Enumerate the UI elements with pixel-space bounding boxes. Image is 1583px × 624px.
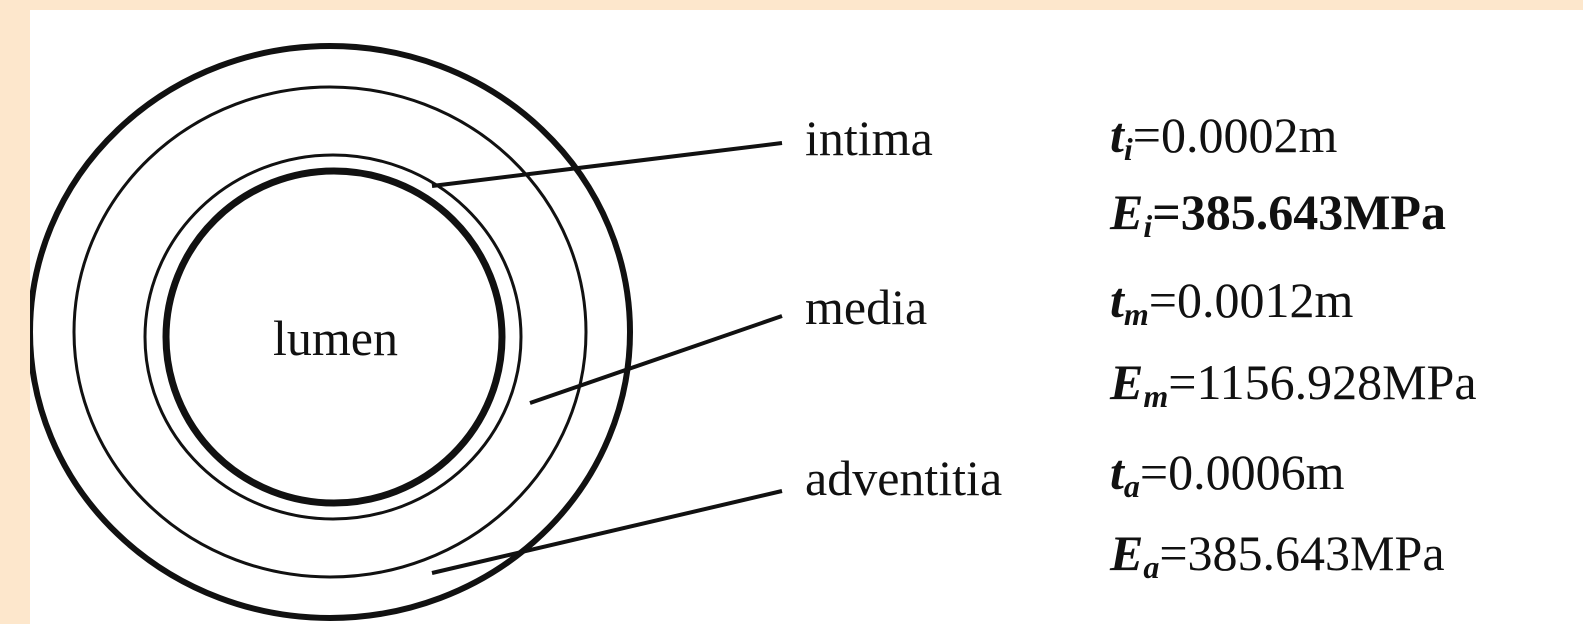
param-subscript: a [1124,468,1140,504]
param-subscript: i [1124,131,1133,167]
diagram-panel: lumen intima media adventitia ti=0.0002m… [30,10,1583,624]
param-symbol: E [1110,184,1143,240]
param-symbol: E [1110,525,1143,581]
param-value: =385.643MPa [1152,184,1446,240]
param-value: =0.0006m [1140,444,1345,500]
intima-modulus: Ei=385.643MPa [1110,187,1446,242]
param-symbol: t [1110,272,1124,328]
intima-thickness: ti=0.0002m [1110,110,1337,165]
lumen-label: lumen [273,313,398,363]
adventitia-modulus: Ea=385.643MPa [1110,528,1445,583]
param-subscript: i [1143,208,1152,244]
param-subscript: m [1124,296,1149,332]
intima-leader-line [432,143,782,186]
param-value: =385.643MPa [1159,525,1444,581]
adventitia-thickness: ta=0.0006m [1110,447,1345,502]
param-symbol: t [1110,107,1124,163]
adventitia-label: adventitia [805,453,1002,503]
media-leader-line [530,316,782,403]
media-modulus: Em=1156.928MPa [1110,357,1477,412]
param-value: =1156.928MPa [1168,354,1476,410]
media-label: media [805,282,927,332]
param-subscript: m [1143,378,1168,414]
param-symbol: E [1110,354,1143,410]
param-subscript: a [1143,549,1159,585]
adventitia-leader-line [432,491,782,573]
param-symbol: t [1110,444,1124,500]
param-value: =0.0002m [1133,107,1338,163]
media-thickness: tm=0.0012m [1110,275,1353,330]
param-value: =0.0012m [1149,272,1354,328]
intima-label: intima [805,113,933,163]
